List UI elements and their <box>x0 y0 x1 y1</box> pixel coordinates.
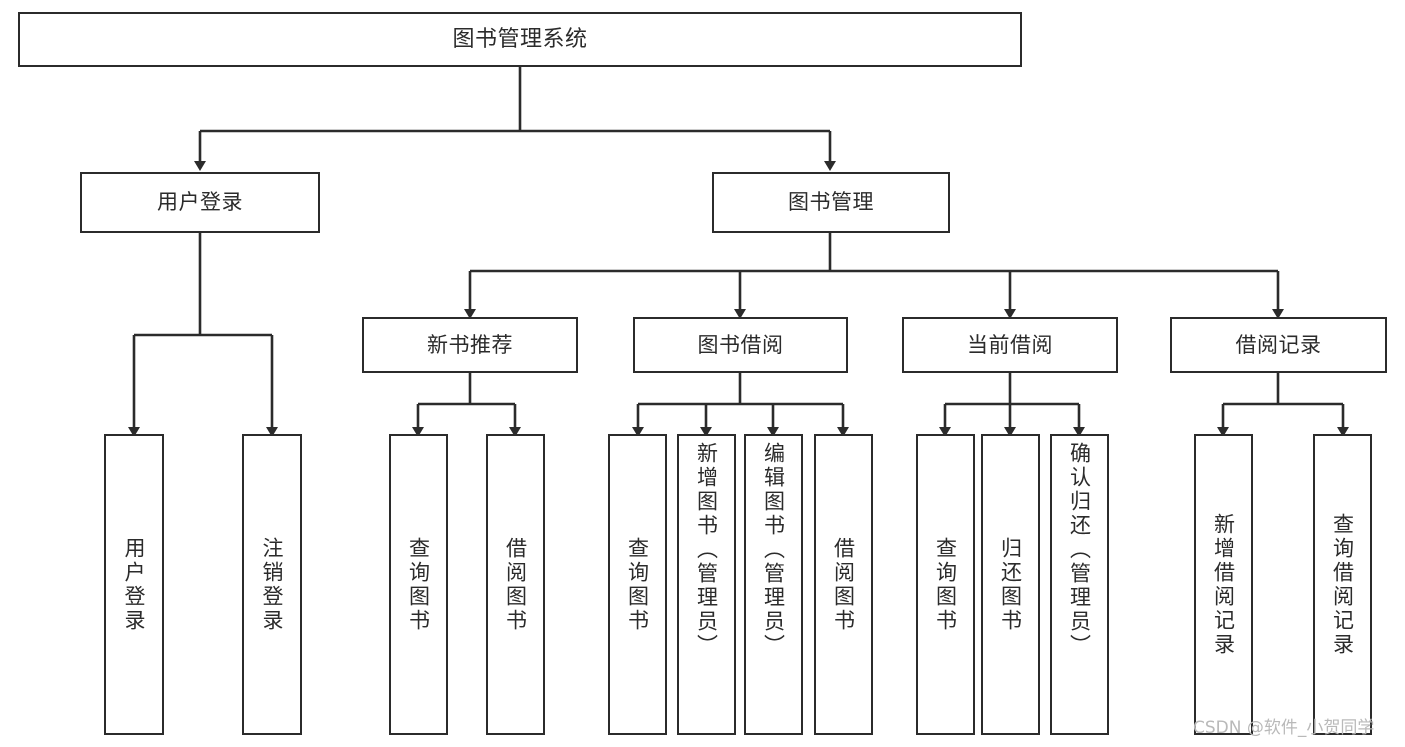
node-leaf-borrow-book-1-label: 借阅图书 <box>503 536 528 633</box>
node-leaf-query-record[interactable]: 查询借阅记录 <box>1313 434 1372 735</box>
node-book-manage[interactable]: 图书管理 <box>712 172 950 233</box>
node-current-borrow[interactable]: 当前借阅 <box>902 317 1118 373</box>
node-leaf-add-record-label: 新增借阅记录 <box>1211 512 1236 657</box>
node-book-borrow[interactable]: 图书借阅 <box>633 317 848 373</box>
node-new-book-recommend-label: 新书推荐 <box>427 332 513 357</box>
node-user-login-label: 用户登录 <box>157 190 243 215</box>
node-leaf-query-book-3-label: 查询图书 <box>933 536 958 633</box>
node-root[interactable]: 图书管理系统 <box>18 12 1022 67</box>
node-leaf-edit-book-label: 编辑图书（管理员） <box>761 442 786 658</box>
node-leaf-return-book[interactable]: 归还图书 <box>981 434 1040 735</box>
node-leaf-borrow-book-2-label: 借阅图书 <box>831 536 856 633</box>
node-book-borrow-label: 图书借阅 <box>697 332 784 357</box>
watermark: CSDN @软件_小贺同学 <box>1193 718 1375 738</box>
node-leaf-add-book[interactable]: 新增图书（管理员） <box>677 434 736 735</box>
node-root-label: 图书管理系统 <box>452 26 588 52</box>
node-leaf-query-book-3[interactable]: 查询图书 <box>916 434 975 735</box>
node-user-login[interactable]: 用户登录 <box>80 172 320 233</box>
node-borrow-record-label: 借阅记录 <box>1235 332 1322 357</box>
node-leaf-add-book-label: 新增图书（管理员） <box>694 442 719 658</box>
node-leaf-add-record[interactable]: 新增借阅记录 <box>1194 434 1253 735</box>
node-leaf-borrow-book-1[interactable]: 借阅图书 <box>486 434 545 735</box>
node-leaf-edit-book[interactable]: 编辑图书（管理员） <box>744 434 803 735</box>
node-current-borrow-label: 当前借阅 <box>967 332 1053 357</box>
node-leaf-logout-login[interactable]: 注销登录 <box>242 434 302 735</box>
node-borrow-record[interactable]: 借阅记录 <box>1170 317 1387 373</box>
node-leaf-query-book-2[interactable]: 查询图书 <box>608 434 667 735</box>
node-leaf-query-record-label: 查询借阅记录 <box>1330 512 1355 657</box>
node-leaf-query-book-2-label: 查询图书 <box>625 536 650 633</box>
node-new-book-recommend[interactable]: 新书推荐 <box>362 317 578 373</box>
node-book-manage-label: 图书管理 <box>788 190 874 215</box>
node-leaf-return-book-label: 归还图书 <box>998 536 1023 633</box>
node-leaf-logout-login-label: 注销登录 <box>260 536 285 633</box>
node-leaf-user-login-label: 用户登录 <box>122 536 147 633</box>
node-leaf-borrow-book-2[interactable]: 借阅图书 <box>814 434 873 735</box>
node-leaf-user-login[interactable]: 用户登录 <box>104 434 164 735</box>
node-leaf-confirm-return[interactable]: 确认归还（管理员） <box>1050 434 1109 735</box>
node-leaf-query-book-1-label: 查询图书 <box>406 536 431 633</box>
node-leaf-query-book-1[interactable]: 查询图书 <box>389 434 448 735</box>
node-leaf-confirm-return-label: 确认归还（管理员） <box>1067 442 1092 658</box>
